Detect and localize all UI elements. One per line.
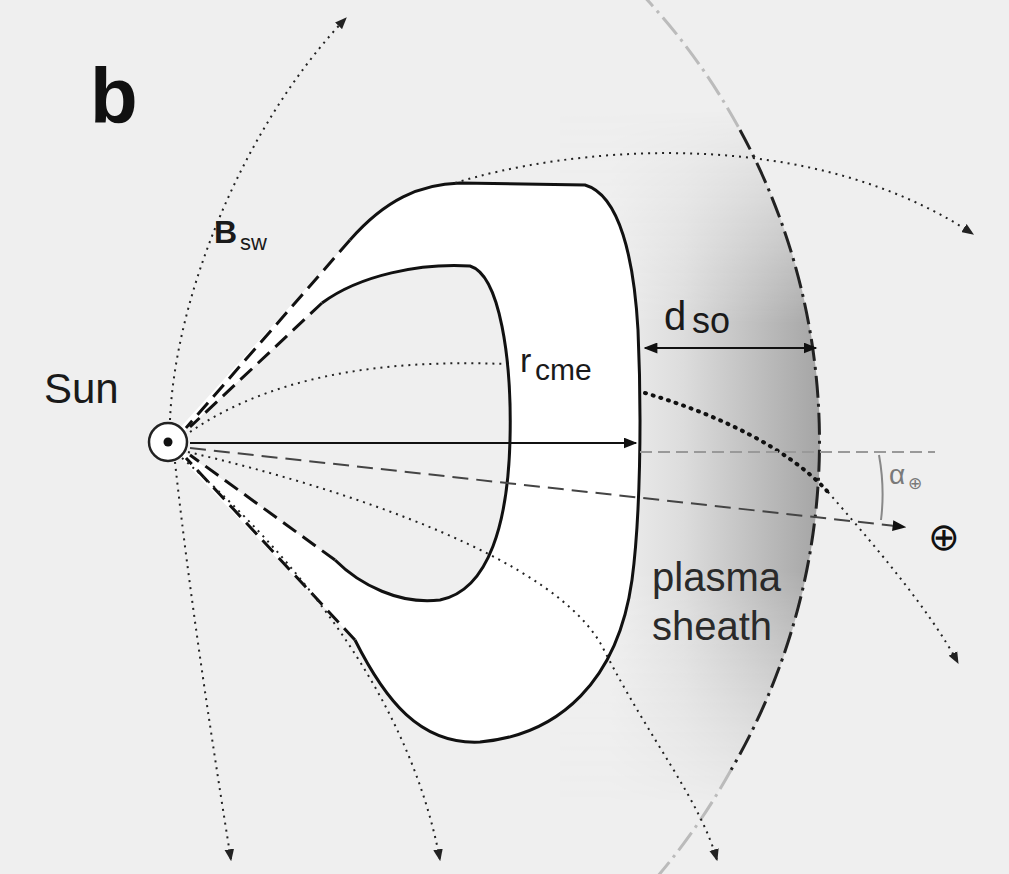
field-subscript: sw bbox=[240, 232, 267, 254]
field-symbol: B bbox=[214, 216, 237, 248]
field-lines bbox=[170, 18, 973, 860]
earth-direction-line bbox=[190, 448, 905, 527]
radius-arrow bbox=[190, 442, 636, 444]
field-line bbox=[175, 462, 231, 860]
field-line bbox=[190, 363, 505, 432]
cme-inner-leg bbox=[190, 303, 335, 560]
panel-letter: b bbox=[90, 57, 138, 135]
shock-front-faded bbox=[651, 770, 731, 874]
sun-symbol bbox=[149, 423, 187, 461]
draped-field-line bbox=[645, 393, 828, 492]
region-label: plasma sheath bbox=[652, 553, 802, 651]
standoff-subscript: so bbox=[692, 303, 730, 339]
sun-label: Sun bbox=[44, 368, 119, 410]
standoff-symbol: d bbox=[664, 296, 686, 336]
angle-symbol: α bbox=[889, 461, 905, 489]
field-line bbox=[182, 458, 440, 860]
cme-cavity bbox=[184, 266, 510, 601]
radius-subscript: cme bbox=[535, 355, 592, 385]
field-line bbox=[188, 452, 717, 860]
reference-line bbox=[640, 451, 935, 453]
shock-front-faded bbox=[638, 0, 740, 130]
angle-arc bbox=[879, 455, 883, 520]
standoff-arrow bbox=[645, 347, 816, 349]
field-line bbox=[170, 18, 346, 420]
field-line bbox=[455, 153, 973, 234]
cme-inner-loop bbox=[322, 266, 510, 601]
earth-symbol: ⊕ bbox=[928, 518, 960, 556]
sun-dot bbox=[164, 438, 173, 447]
angle-subscript: ⊕ bbox=[908, 475, 922, 492]
cme-body bbox=[178, 183, 640, 742]
radius-symbol: r bbox=[520, 343, 531, 377]
